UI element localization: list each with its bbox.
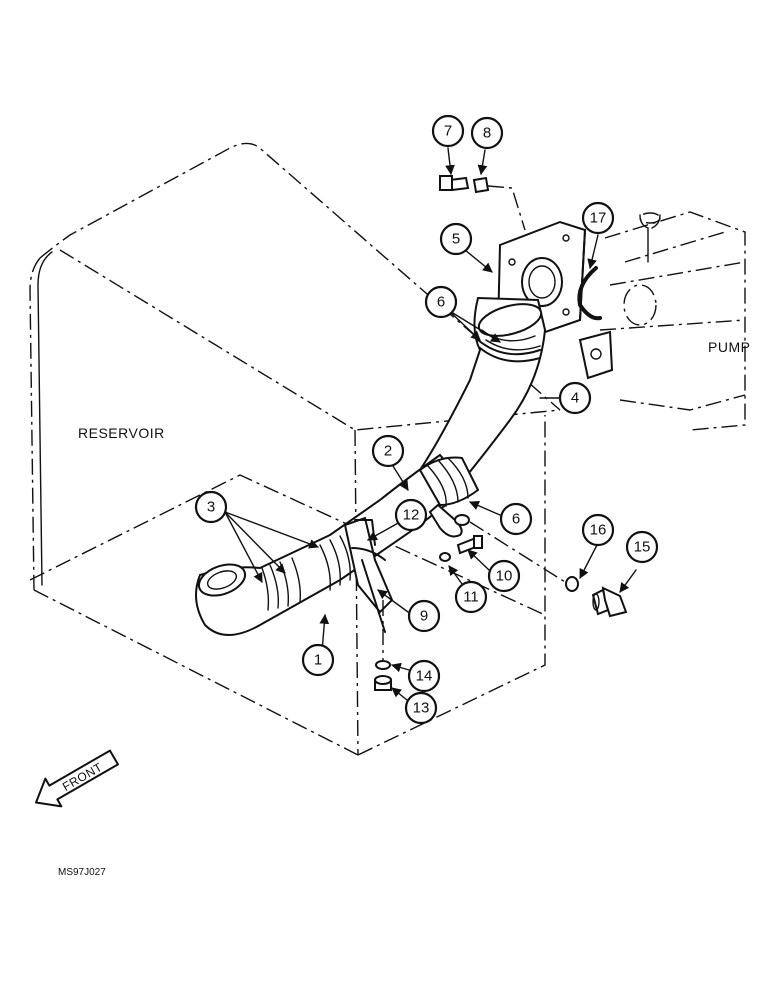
callout-15: 14 <box>407 659 441 693</box>
callout-2: 2 <box>371 434 405 468</box>
front-direction-arrow: FRONT <box>35 749 119 808</box>
svg-text:5: 5 <box>452 231 460 248</box>
svg-text:3: 3 <box>207 499 215 516</box>
svg-text:15: 15 <box>634 539 651 556</box>
callout-7: 17 <box>581 201 615 235</box>
svg-text:10: 10 <box>496 568 513 585</box>
callout-13: 12 <box>394 498 428 532</box>
callout-1: 1 <box>301 643 335 677</box>
reservoir-outline <box>29 142 561 756</box>
pump-label: PUMP <box>708 339 750 355</box>
callout-4: 4 <box>558 381 592 415</box>
figure-code: MS97J027 <box>58 867 106 878</box>
svg-text:6: 6 <box>512 511 520 528</box>
svg-text:8: 8 <box>483 125 491 142</box>
drain-plug-16 <box>591 586 628 618</box>
callout-14: 13 <box>404 691 438 725</box>
svg-text:2: 2 <box>384 443 392 460</box>
elbow-hose <box>418 296 547 492</box>
callout-17: 16 <box>581 513 615 547</box>
pump-outline <box>599 211 746 431</box>
callout-6-upper: 6 <box>424 285 458 319</box>
tube-support-bracket <box>343 516 394 633</box>
reservoir-label: RESERVOIR <box>78 425 165 441</box>
washer-12 <box>439 552 451 562</box>
callout-16: 15 <box>625 530 659 564</box>
svg-text:12: 12 <box>403 507 420 524</box>
callout-11: 10 <box>487 559 521 593</box>
svg-text:4: 4 <box>571 390 579 407</box>
bolt-8 <box>439 175 470 192</box>
pump-bracket <box>578 330 614 380</box>
svg-text:9: 9 <box>420 608 428 625</box>
svg-text:16: 16 <box>590 522 607 539</box>
nut-9 <box>472 176 490 194</box>
lockwasher-15 <box>375 660 391 670</box>
callout-12: 11 <box>454 580 488 614</box>
callout-5: 5 <box>439 222 473 256</box>
svg-text:13: 13 <box>413 700 430 717</box>
o-ring <box>577 266 602 321</box>
bolt-11 <box>456 535 483 555</box>
lower-hose-coupling <box>418 456 480 538</box>
callout-8: 7 <box>431 114 465 148</box>
upper-clamps <box>477 339 541 363</box>
callout-6-lower: 6 <box>499 502 533 536</box>
callout-9: 8 <box>470 116 504 150</box>
callout-10: 9 <box>407 599 441 633</box>
callout-3: 3 <box>194 490 228 524</box>
svg-text:11: 11 <box>463 589 479 606</box>
svg-text:1: 1 <box>314 652 322 669</box>
nut-14 <box>374 675 392 691</box>
svg-text:6: 6 <box>437 294 445 311</box>
leader-lines <box>224 147 637 701</box>
lower-clamps <box>261 535 351 611</box>
svg-text:7: 7 <box>444 123 452 140</box>
svg-text:17: 17 <box>590 210 607 227</box>
o-ring-17 <box>565 576 579 592</box>
svg-text:14: 14 <box>416 668 433 685</box>
